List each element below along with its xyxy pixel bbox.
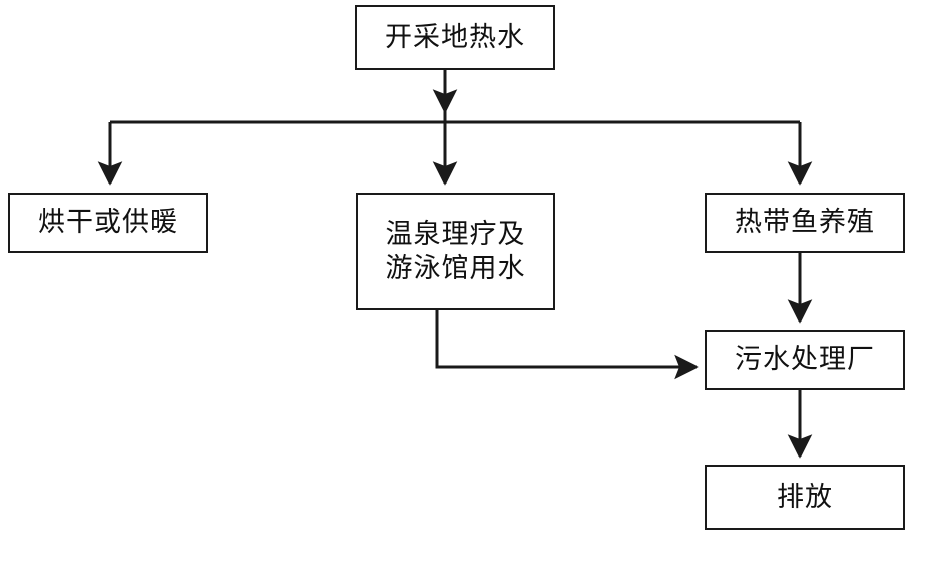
node-drying-heating[interactable]: 烘干或供暖 [8,193,208,253]
node-tropical-fish-farming-label: 热带鱼养殖 [735,207,875,239]
node-spa-pool-water-label: 温泉理疗及 游泳馆用水 [385,218,526,284]
node-wastewater-treatment-plant-label: 污水处理厂 [735,344,875,376]
node-wastewater-treatment-plant[interactable]: 污水处理厂 [705,330,905,390]
node-tropical-fish-farming[interactable]: 热带鱼养殖 [705,193,905,253]
edge-spa-to-plant [435,310,699,380]
node-drying-heating-label: 烘干或供暖 [38,207,178,239]
node-source-label: 开采地热水 [385,21,525,53]
node-source[interactable]: 开采地热水 [355,5,555,70]
node-discharge-label: 排放 [777,481,833,513]
node-spa-pool-water[interactable]: 温泉理疗及 游泳馆用水 [356,193,555,310]
node-discharge[interactable]: 排放 [705,465,905,530]
